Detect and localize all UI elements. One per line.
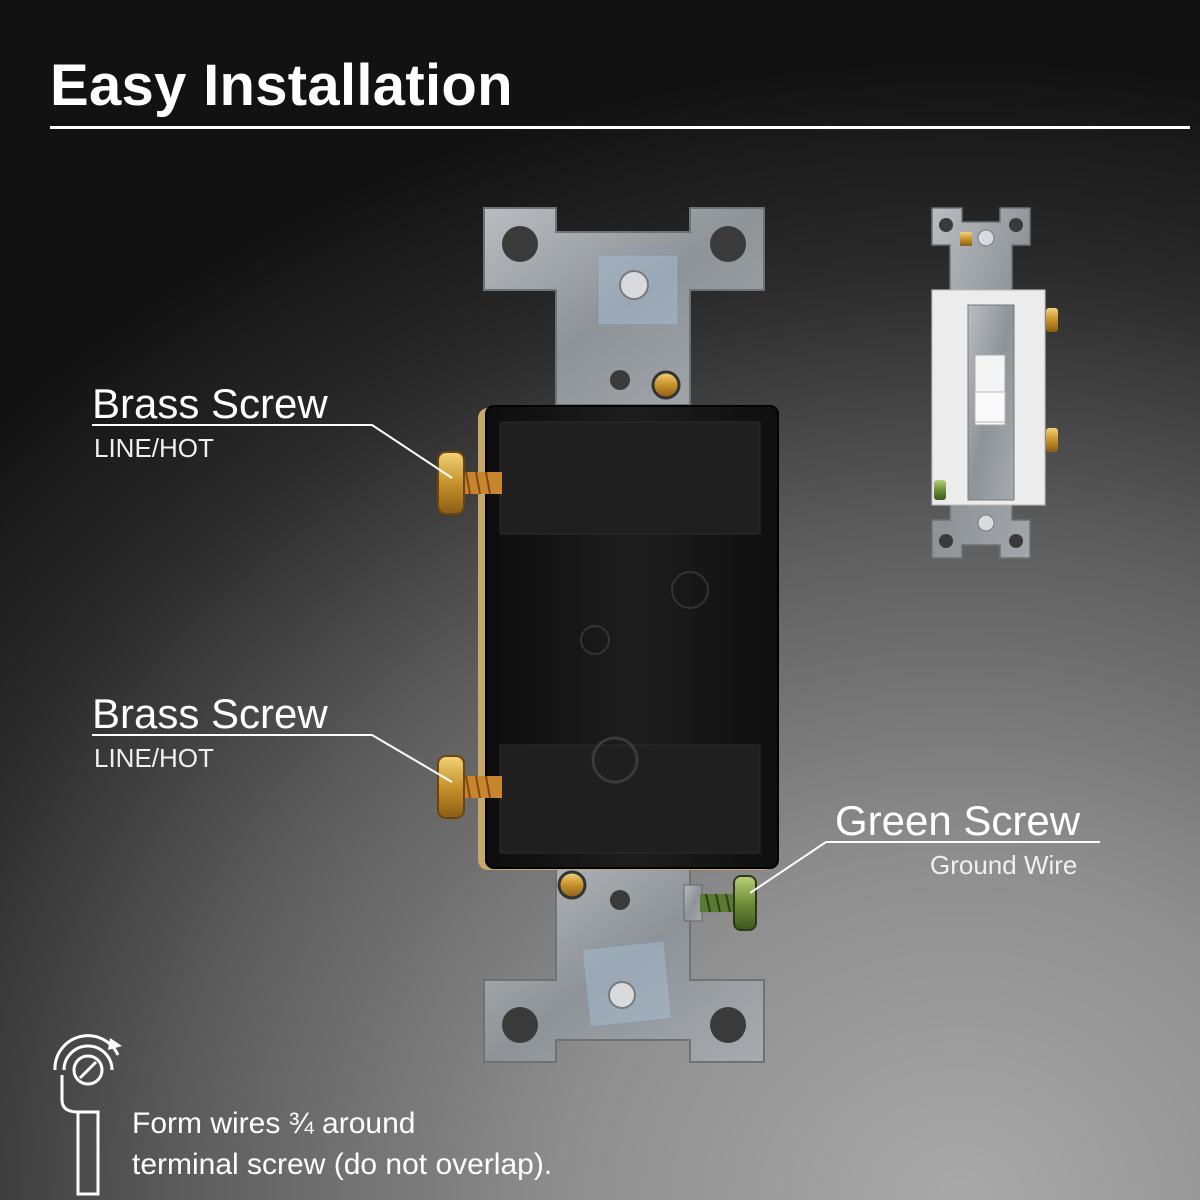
installation-note-line-2: terminal screw (do not overlap). xyxy=(132,1148,553,1181)
leader-line-brass-top xyxy=(92,424,453,479)
installation-note: Form wires ¾ around terminal screw (do n… xyxy=(132,1103,552,1185)
installation-note-line-1: Form wires ¾ around xyxy=(132,1107,416,1140)
wire-wrap-icon xyxy=(53,1034,122,1196)
callout-brass-bottom-label: Brass Screw xyxy=(92,690,328,737)
callout-green-sub: Ground Wire xyxy=(930,850,1078,880)
switch-front-view xyxy=(931,207,1058,559)
callout-brass-top-label: Brass Screw xyxy=(92,380,328,427)
leader-line-green xyxy=(749,841,1100,894)
leader-line-brass-bottom xyxy=(92,734,453,783)
callout-green-label: Green Screw xyxy=(835,797,1081,844)
callout-brass-top-sub: LINE/HOT xyxy=(94,433,214,463)
mounting-strap-bottom xyxy=(483,859,765,1063)
switch-body xyxy=(478,405,779,870)
mounting-strap-top xyxy=(483,207,765,406)
green-screw xyxy=(683,875,757,931)
page-title: Easy Installation xyxy=(50,53,513,118)
callout-brass-bottom-sub: LINE/HOT xyxy=(94,743,214,773)
title-divider xyxy=(50,126,1190,129)
brass-screw-top xyxy=(437,451,502,515)
brass-screw-bottom xyxy=(437,755,502,819)
